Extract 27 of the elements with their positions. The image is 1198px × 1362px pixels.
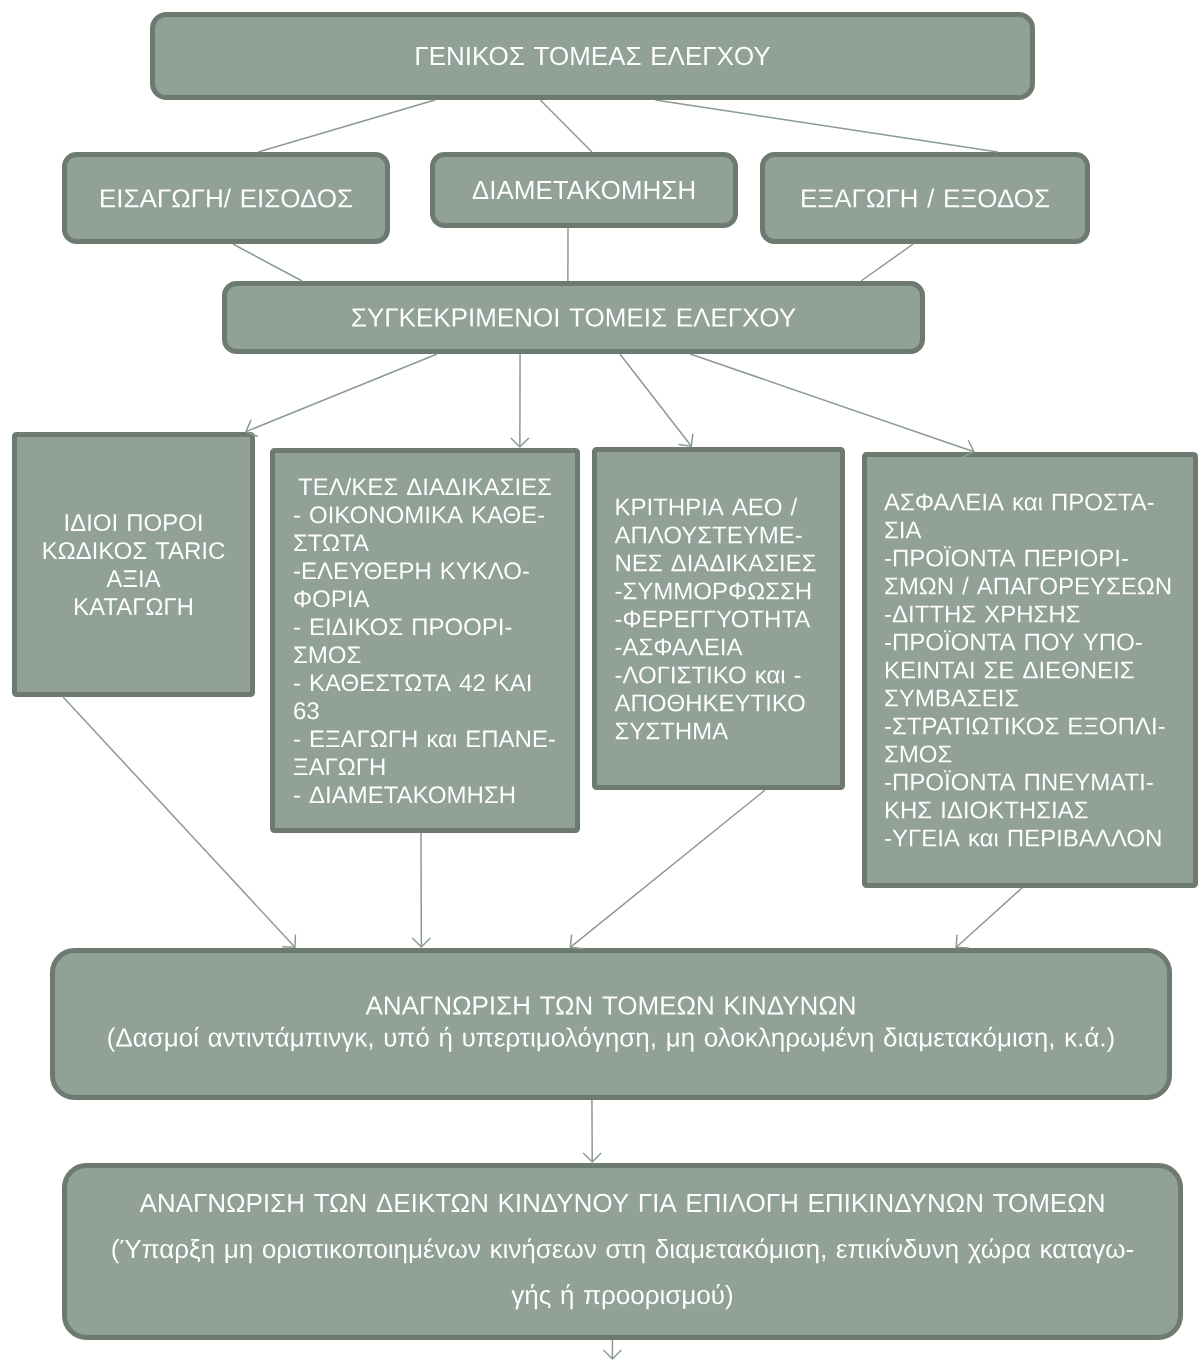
list-box: ΤΕΛ/ΚΕΣ ΔΙΑΔΙΚΑΣΙΕΣ - ΟΙΚΟΝΟΜΙΚΑ ΚΑΘΕ- ΣΤΩΤΑ -ΕΛΕΥΘΕΡΗ ΚΥΚΛΟ- ΦΟΡΙΑ - ΕΙΔΙΚΟΣ ΠΡΟΟΡΙ- ΣΜΟΣ - ΚΑΘΕΣΤΩΤΑ 42 ΚΑΙ 63 - ΕΞΑΓΩΓΗ και ΕΠΑΝΕ- ΞΑΓΩΓΗ - ΔΙΑΜΕΤΑΚΟΜΗΣΗ <box>270 448 580 833</box>
arrow <box>955 887 1023 949</box>
connector-line <box>860 243 914 282</box>
process-box: ΑΝΑΓΝΩΡΙΣΗ ΤΩΝ ΔΕΙΚΤΩΝ ΚΙΝΔΥΝΟΥ ΓΙΑ ΕΠΙΛΟΓΗ ΕΠΙΚΙΝΔΥΝΩΝ ΤΟΜΕΩΝ (Ύπαρξη μη οριστικοποιημένων κινήσεων στη διαμετακόμιση, επικίνδυνη χώρα καταγω- γής ή προορισμού) <box>62 1163 1183 1340</box>
arrow <box>619 353 694 447</box>
process-box: ΔΙΑΜΕΤΑΚΟΜΗΣΗ <box>430 152 738 228</box>
arrow <box>510 353 530 448</box>
connector-line <box>567 227 569 282</box>
arrow <box>602 1339 623 1360</box>
arrow <box>582 1099 602 1163</box>
process-box: ΕΙΣΑΓΩΓΗ/ ΕΙΣΟΔΟΣ <box>62 152 390 244</box>
heading-box: ΓΕΝΙΚΟΣ ΤΟΜΕΑΣ ΕΛΕΓΧΟΥ <box>150 12 1035 100</box>
process-box: ΣΥΓΚΕΚΡΙΜΕΝΟΙ ΤΟΜΕΙΣ ΕΛΕΓΧΟΥ <box>222 281 925 354</box>
arrow <box>245 353 438 438</box>
list-box: ΚΡΙΤΗΡΙΑ ΑΕΟ / ΑΠΛΟΥΣΤΕΥΜΕ- ΝΕΣ ΔΙΑΔΙΚΑΣΙΕΣ -ΣΥΜΜΟΡΦΩΣΣΗ -ΦΕΡΕΓΓΥΟΤΗΤΑ -ΑΣΦΑΛΕΙΑ -ΛΟΓΙΣΤΙΚΟ και - ΑΠΟΘΗΚΕΥΤΙΚΟ ΣΥΣΤΗΜΑ <box>592 447 845 790</box>
process-box: ΑΝΑΓΝΩΡΙΣΗ ΤΩΝ ΤΟΜΕΩΝ ΚΙΝΔΥΝΩΝ (Δασμοί αντιντάμπινγκ, υπό ή υπερτιμολόγηση, μη ολοκληρωμένη διαμετακόμιση, κ.ά.) <box>50 948 1172 1100</box>
process-box: ΕΞΑΓΩΓΗ / ΕΞΟΔΟΣ <box>760 152 1090 244</box>
connector-line <box>654 99 999 153</box>
connector-line <box>539 99 593 153</box>
connector-line <box>232 243 303 282</box>
arrow <box>689 353 975 458</box>
arrow <box>62 696 297 948</box>
connector-line <box>257 99 436 153</box>
list-box: ΙΔΙΟΙ ΠΟΡΟΙ ΚΩΔΙΚΟΣ TARIC ΑΞΙΑ ΚΑΤΑΓΩΓΗ <box>12 432 255 697</box>
arrow <box>411 832 432 948</box>
arrow <box>569 789 766 950</box>
list-box: ΑΣΦΑΛΕΙΑ και ΠΡΟΣΤΑ- ΣΙΑ -ΠΡΟΪΟΝΤΑ ΠΕΡΙΟΡΙ- ΣΜΩΝ / ΑΠΑΓΟΡΕΥΣΕΩΝ -ΔΙΤΤΗΣ ΧΡΗΣΗΣ -ΠΡΟΪΟΝΤΑ ΠΟΥ ΥΠΟ- ΚΕΙΝΤΑΙ ΣΕ ΔΙΕΘΝΕΙΣ ΣΥΜΒΑΣΕΙΣ -ΣΤΡΑΤΙΩΤΙΚΟΣ ΕΞΟΠΛΙ- ΣΜΟΣ -ΠΡΟΪΟΝΤΑ ΠΝΕΥΜΑΤΙ- ΚΗΣ ΙΔΙΟΚΤΗΣΙΑΣ -ΥΓΕΙΑ και ΠΕΡΙΒΑΛΛΟΝ <box>862 452 1198 888</box>
